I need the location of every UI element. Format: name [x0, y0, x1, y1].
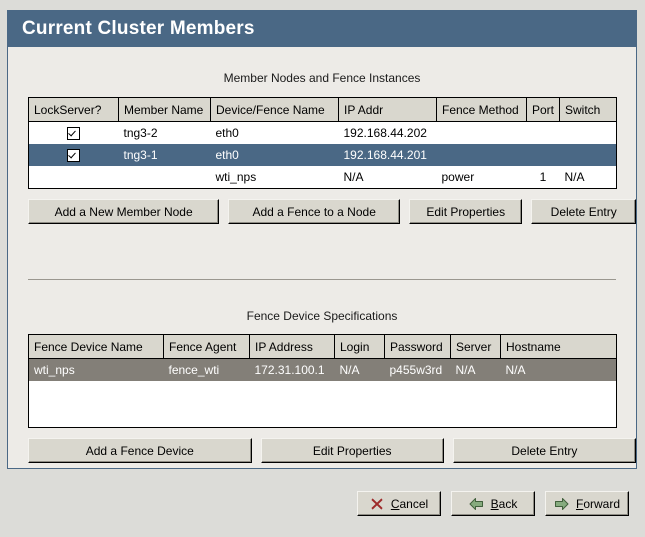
- cell-ip-address: 172.31.100.1: [249, 358, 335, 381]
- column-header-ip-address[interactable]: IP Address: [249, 334, 335, 359]
- add-fence-to-node-button[interactable]: Add a Fence to a Node: [228, 199, 401, 224]
- cell-lockserver[interactable]: [29, 166, 119, 189]
- cell-member-name: [119, 166, 211, 189]
- footer-button-row: Cancel Back Forward: [357, 491, 629, 516]
- column-header-server[interactable]: Server: [450, 334, 501, 359]
- cell-login: N/A: [334, 358, 385, 381]
- delete-fence-entry-button[interactable]: Delete Entry: [452, 438, 636, 463]
- footer-bar: Cancel Back Forward: [0, 469, 645, 537]
- cancel-accel-char: C: [390, 496, 400, 511]
- table-empty-area: [29, 381, 617, 428]
- cell-member-name: tng3-1: [118, 144, 211, 166]
- cancel-label: Cancel: [391, 497, 428, 511]
- column-header-member-name[interactable]: Member Name: [118, 97, 211, 122]
- back-label: Back: [491, 497, 518, 511]
- checkbox-checked-icon[interactable]: [67, 149, 81, 163]
- cell-password: p455w3rd: [384, 358, 451, 381]
- column-header-ip-addr[interactable]: IP Addr: [338, 97, 437, 122]
- cell-fence-method: [437, 122, 527, 145]
- column-header-password[interactable]: Password: [384, 334, 451, 359]
- add-new-member-node-button[interactable]: Add a New Member Node: [28, 199, 220, 224]
- column-header-hostname[interactable]: Hostname: [500, 334, 617, 359]
- table-row[interactable]: tng3-2 eth0 192.168.44.202: [29, 122, 617, 145]
- cancel-label-rest: ancel: [399, 496, 429, 511]
- cell-fence-method: power: [441, 170, 475, 184]
- member-nodes-section: Member Nodes and Fence Instances LockSer…: [8, 47, 636, 224]
- table-header-row: Fence Device Name Fence Agent IP Address…: [28, 334, 617, 359]
- column-header-switch[interactable]: Switch: [559, 97, 617, 122]
- forward-label-rest: orward: [583, 496, 621, 511]
- member-nodes-table[interactable]: LockServer? Member Name Device/Fence Nam…: [28, 97, 617, 189]
- forward-button[interactable]: Forward: [545, 491, 629, 516]
- cell-ip-addr: N/A: [343, 170, 364, 184]
- cell-member-name: tng3-2: [123, 126, 158, 140]
- member-nodes-button-row: Add a New Member Node Add a Fence to a N…: [28, 199, 636, 224]
- column-header-port[interactable]: Port: [526, 97, 560, 122]
- cell-switch: [559, 144, 617, 166]
- cell-fence-agent: fence_wti: [163, 358, 250, 381]
- edit-member-properties-button[interactable]: Edit Properties: [409, 199, 523, 224]
- cell-port: [526, 144, 560, 166]
- fence-devices-section: Fence Device Specifications Fence Device…: [8, 295, 636, 463]
- back-accel-char: B: [490, 496, 499, 511]
- cell-switch: N/A: [564, 170, 585, 184]
- cancel-button[interactable]: Cancel: [357, 491, 441, 516]
- fence-devices-button-row: Add a Fence Device Edit Properties Delet…: [28, 438, 636, 463]
- column-header-fence-agent[interactable]: Fence Agent: [163, 334, 250, 359]
- column-header-device-fence-name[interactable]: Device/Fence Name: [210, 97, 339, 122]
- table-header-row: LockServer? Member Name Device/Fence Nam…: [28, 97, 617, 122]
- fence-devices-table[interactable]: Fence Device Name Fence Agent IP Address…: [28, 334, 617, 428]
- cell-fence-device-name: wti_nps: [28, 358, 164, 381]
- arrow-left-icon: [469, 497, 484, 511]
- edit-fence-properties-button[interactable]: Edit Properties: [260, 438, 444, 463]
- cell-device-fence-name: wti_nps: [215, 170, 257, 184]
- fence-devices-table-wrap: Fence Device Name Fence Agent IP Address…: [28, 334, 617, 428]
- column-header-fence-device-name[interactable]: Fence Device Name: [28, 334, 164, 359]
- cell-ip-addr: 192.168.44.201: [338, 144, 437, 166]
- dialog-panel: Current Cluster Members Member Nodes and…: [7, 10, 637, 469]
- table-row[interactable]: wti_nps N/A power 1 N/A: [29, 166, 617, 189]
- cell-ip-addr: 192.168.44.202: [343, 126, 427, 140]
- section-divider: [28, 279, 616, 280]
- cell-port: 1: [539, 170, 547, 184]
- column-header-fence-method[interactable]: Fence Method: [436, 97, 527, 122]
- back-label-rest: ack: [498, 496, 518, 511]
- title-bar: Current Cluster Members: [8, 11, 636, 47]
- arrow-right-icon: [554, 497, 569, 511]
- page-title: Current Cluster Members: [22, 18, 255, 39]
- cell-lockserver[interactable]: [29, 122, 119, 145]
- column-header-login[interactable]: Login: [334, 334, 385, 359]
- table-empty-cell: [29, 381, 617, 428]
- cell-switch: [560, 122, 617, 145]
- forward-label: Forward: [576, 497, 620, 511]
- cell-server: N/A: [450, 358, 501, 381]
- forward-accel-char: F: [575, 496, 584, 511]
- cancel-icon: [370, 497, 384, 511]
- column-header-lockserver[interactable]: LockServer?: [28, 97, 119, 122]
- cell-device-fence-name: eth0: [215, 126, 239, 140]
- cell-fence-method: [436, 144, 527, 166]
- delete-member-entry-button[interactable]: Delete Entry: [531, 199, 636, 224]
- cell-hostname: N/A: [500, 358, 617, 381]
- cell-device-fence-name: eth0: [210, 144, 339, 166]
- cell-port: [527, 122, 560, 145]
- back-button[interactable]: Back: [451, 491, 535, 516]
- add-fence-device-button[interactable]: Add a Fence Device: [28, 438, 252, 463]
- fence-devices-caption: Fence Device Specifications: [246, 309, 398, 323]
- cell-lockserver[interactable]: [28, 144, 119, 166]
- checkbox-checked-icon[interactable]: [67, 127, 81, 141]
- member-nodes-table-wrap: LockServer? Member Name Device/Fence Nam…: [28, 97, 617, 189]
- member-nodes-caption: Member Nodes and Fence Instances: [223, 71, 421, 85]
